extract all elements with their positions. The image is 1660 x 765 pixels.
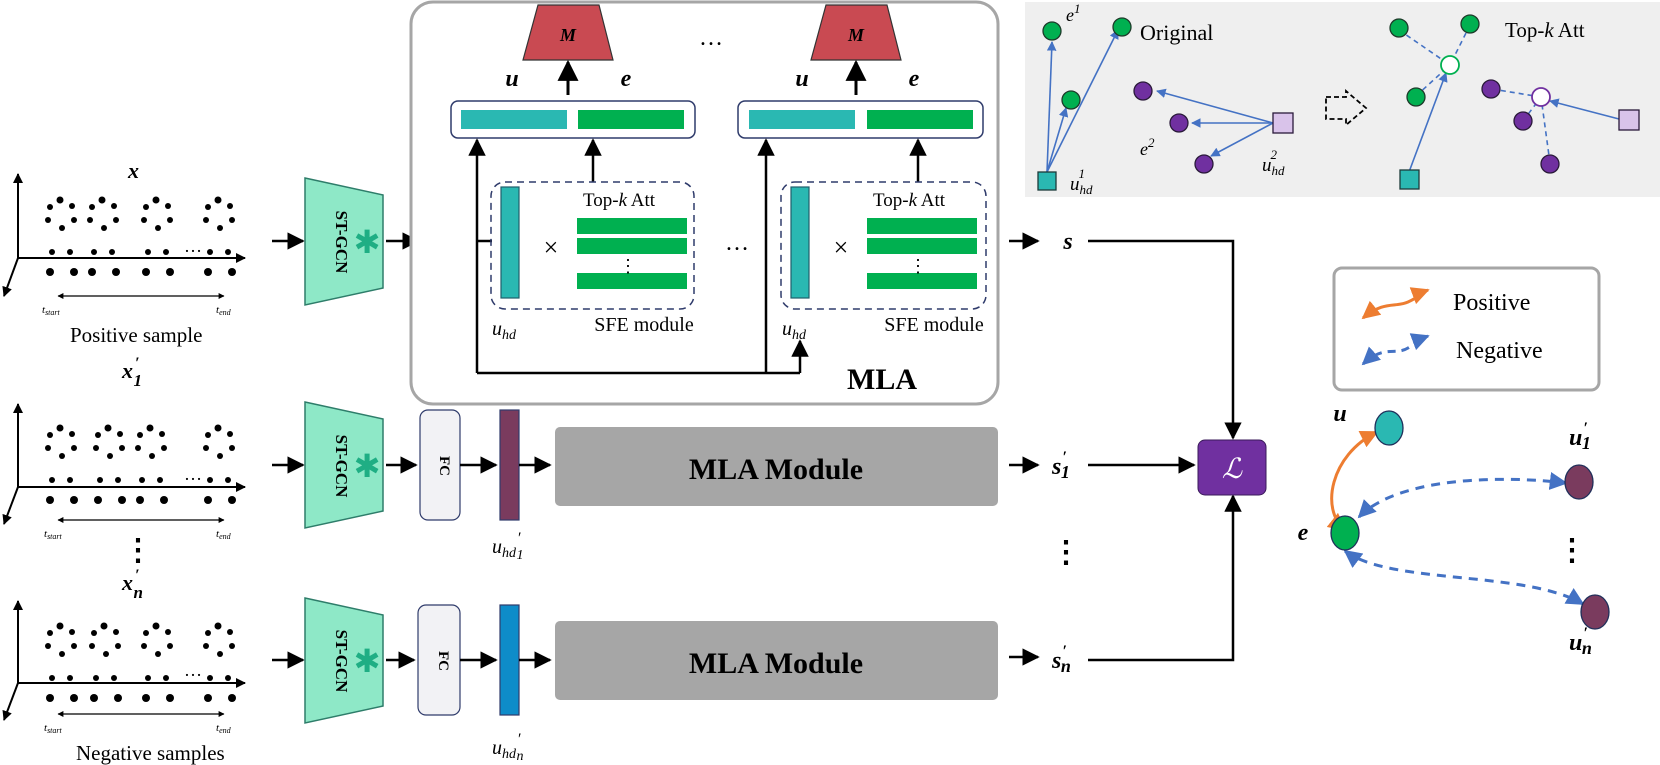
- svg-text:e2: e2: [1140, 135, 1155, 159]
- row-negative-n: x′n … tstart tend Negative samples ST-GC…: [2, 494, 1242, 765]
- svg-text:ST-GCN: ST-GCN: [332, 630, 351, 693]
- feature-label-uhd-1: uhd′1: [492, 530, 524, 563]
- svg-text:e: e: [1298, 520, 1309, 546]
- positive-legend-arrow: [1361, 287, 1430, 320]
- feature-uhd-1: [499, 409, 520, 521]
- legend-positive: Positive: [1453, 290, 1530, 316]
- positive-sample-caption: Positive sample: [70, 323, 202, 347]
- svg-text:tstart: tstart: [44, 722, 63, 735]
- negative-samples-caption: Negative samples: [76, 741, 225, 765]
- legend-negative: Negative: [1456, 338, 1543, 364]
- svg-text:⋮: ⋮: [619, 256, 637, 276]
- svg-text:x: x: [127, 158, 139, 183]
- mla-unit-2: M u e × Top-k Att ⋮ uhd SFE module: [477, 4, 987, 375]
- svg-text:FC: FC: [436, 456, 452, 476]
- svg-text:×: ×: [544, 233, 559, 262]
- u-label: u: [505, 66, 518, 92]
- svg-text:×: ×: [834, 233, 849, 262]
- frozen-icon: ✱: [354, 223, 381, 261]
- uhd-vector: [500, 186, 520, 299]
- node-u: [1374, 410, 1404, 446]
- svg-text:MLA Module: MLA Module: [689, 453, 863, 486]
- output-sn: s′n: [1051, 643, 1071, 676]
- svg-text:e: e: [909, 66, 920, 92]
- mla-block: MLA M u e × Top-k Att ⋮ uhd SFE module …: [409, 0, 1000, 406]
- feature-label-uhd-n: uhd′n: [492, 731, 524, 764]
- timeline-ellipsis: …: [184, 236, 202, 256]
- skeleton-sequence-positive: [2, 173, 246, 297]
- node-un: [1580, 594, 1610, 630]
- svg-text:tend: tend: [216, 528, 232, 541]
- svg-text:u′1: u′1: [1569, 420, 1591, 453]
- svg-text:⋮: ⋮: [909, 256, 927, 276]
- original-graph: e1 Original e2 uhd1 uhd2: [1037, 1, 1294, 197]
- t-start-label: tstart: [42, 304, 61, 317]
- svg-text:u: u: [1333, 401, 1346, 427]
- frozen-icon: ✱: [354, 642, 381, 680]
- uhd-label: uhd: [492, 318, 517, 343]
- input-label-x1: x′1: [121, 355, 142, 390]
- stgcn-encoder: ST-GCN ✱: [304, 177, 384, 306]
- mla-title: MLA: [847, 363, 917, 396]
- svg-text:FC: FC: [435, 651, 451, 671]
- skeleton-sequence-neg-n: [2, 600, 246, 721]
- mla-unit-1: M u e × Top-k Att ⋮ uhd SFE module: [450, 4, 696, 373]
- skeleton-sequence-neg-1: [2, 403, 246, 525]
- negative-legend-arrow: [1361, 333, 1430, 366]
- svg-text:MLA Module: MLA Module: [689, 647, 863, 680]
- output-dots: ⋮: [1051, 536, 1081, 569]
- loss-box: ℒ: [1197, 439, 1267, 496]
- contrastive-illustration: u e u′1 u′n ⋮: [1298, 401, 1610, 658]
- svg-text:ℒ: ℒ: [1222, 454, 1243, 485]
- attention-inset: e1 Original e2 uhd1 uhd2: [1025, 1, 1660, 197]
- row-negative-1: x′1 … tstart tend ST-GCN ✱ FC uhd′1: [2, 355, 1196, 563]
- svg-text:uhd2: uhd2: [1262, 147, 1285, 178]
- svg-text:M: M: [559, 25, 577, 45]
- svg-text:u′n: u′n: [1569, 625, 1592, 658]
- svg-text:u: u: [795, 66, 808, 92]
- frozen-icon: ✱: [354, 447, 381, 485]
- svg-text:tstart: tstart: [44, 528, 63, 541]
- sfe-module-box: [490, 181, 695, 310]
- e-label: e: [621, 66, 632, 92]
- svg-text:uhd1: uhd1: [1070, 166, 1093, 197]
- svg-text:…: …: [184, 660, 202, 680]
- svg-text:Top-k Att: Top-k Att: [873, 190, 946, 211]
- stgcn-encoder: ST-GCN ✱: [304, 597, 384, 724]
- sample-dots: ⋮: [123, 534, 153, 567]
- svg-text:⋮: ⋮: [1557, 534, 1587, 567]
- svg-text:SFE module: SFE module: [884, 314, 984, 336]
- original-label: Original: [1140, 20, 1213, 45]
- input-label-xn: x′n: [121, 567, 143, 602]
- topk-graph: Top-k Att: [1389, 14, 1640, 190]
- topk-att-label: Top-k Att: [583, 190, 656, 211]
- output-s: s: [1062, 229, 1072, 255]
- fc-layer: FC: [419, 409, 461, 521]
- svg-text:…: …: [725, 230, 749, 256]
- svg-text:M: M: [847, 25, 865, 45]
- fc-layer: FC: [417, 604, 461, 716]
- metric-block-m: [522, 4, 614, 61]
- topk-att-inset-label: Top-k Att: [1505, 18, 1585, 42]
- mla-module-n: MLA Module: [555, 621, 998, 700]
- transform-arrow-icon: [1325, 89, 1368, 127]
- metric-block-m: [810, 4, 902, 61]
- svg-text:tend: tend: [216, 722, 232, 735]
- svg-text:…: …: [699, 25, 723, 51]
- svg-text:e1: e1: [1066, 1, 1081, 25]
- t-end-label: tend: [216, 304, 232, 317]
- legend: Positive Negative: [1332, 266, 1601, 392]
- node-u1: [1564, 464, 1594, 500]
- sfe-label: SFE module: [594, 314, 694, 336]
- output-s1: s′1: [1051, 449, 1070, 482]
- svg-text:…: …: [184, 464, 202, 484]
- feature-uhd-n: [499, 604, 520, 716]
- svg-text:ST-GCN: ST-GCN: [332, 211, 351, 274]
- input-label-x: x: [127, 158, 139, 183]
- stgcn-encoder: ST-GCN ✱: [304, 401, 384, 529]
- mla-module-1: MLA Module: [555, 427, 998, 506]
- node-e: [1330, 515, 1360, 551]
- svg-text:ST-GCN: ST-GCN: [332, 435, 351, 498]
